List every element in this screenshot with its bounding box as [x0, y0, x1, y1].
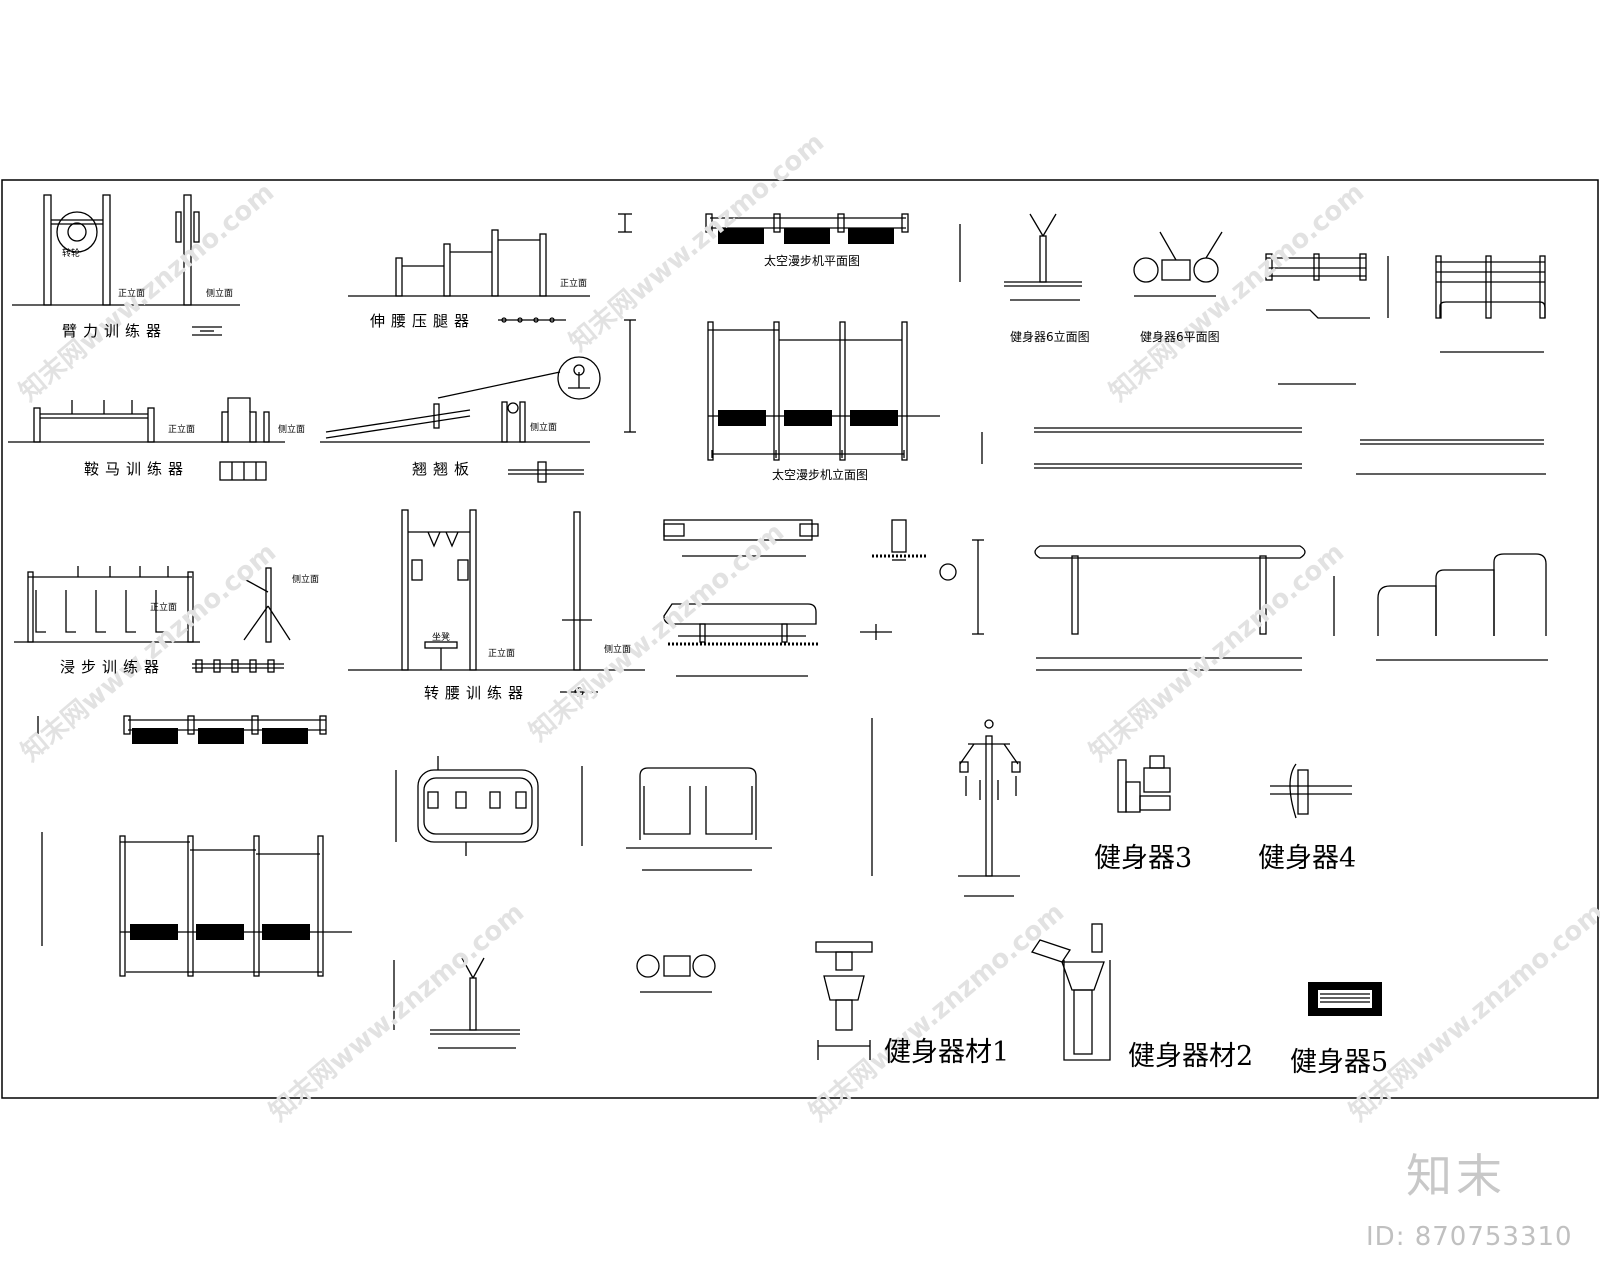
- caption-pommel-trainer: 鞍马训练器: [84, 460, 190, 478]
- note-side-elevation-2: 侧立面: [278, 425, 306, 435]
- caption-f6-elevation: 健身器6立面图: [1010, 330, 1090, 344]
- walk-trainer-side: [243, 567, 291, 643]
- label-f4: 健身器4: [1258, 843, 1357, 874]
- note-side-elevation-4: 侧立面: [292, 575, 320, 585]
- caption-stepper-elev: 太空漫步机立面图: [772, 468, 869, 482]
- caption-stepper-plan: 太空漫步机平面图: [764, 254, 861, 268]
- f3-plan: [37, 715, 327, 744]
- brand-logo: 知末: [1406, 1149, 1506, 1203]
- caption-walk-trainer: 浸步训练器: [60, 658, 166, 676]
- waist-trainer-front: [348, 509, 645, 671]
- f5-elevation: [581, 766, 772, 871]
- stretch-device-elevation: [348, 229, 590, 297]
- note-front-elevation-1: 正立面: [118, 289, 146, 299]
- note-seat: 坐凳: [432, 633, 451, 643]
- note-side-elevation-3: 侧立面: [530, 423, 558, 433]
- caption-stretch-device: 伸腰压腿器: [370, 312, 476, 330]
- stretch-device-plan: [498, 317, 566, 323]
- f5-plan: [395, 756, 539, 856]
- note-front-elevation-2: 正立面: [560, 279, 588, 289]
- eq1-illustration: [815, 941, 873, 1060]
- note-side-elevation-1: 侧立面: [206, 289, 234, 299]
- seesaw-plan: [508, 461, 584, 483]
- f6-lower-elevation: [393, 957, 520, 1049]
- f5-illustration: [1308, 982, 1382, 1016]
- seat-dimension-line: [972, 539, 984, 635]
- note-side-elevation-5: 侧立面: [604, 645, 632, 655]
- f6-plan: [1133, 231, 1223, 297]
- f3-illustration: [1117, 755, 1171, 813]
- arm-trainer-plan: [192, 326, 222, 336]
- stepper-elevation: [624, 319, 940, 461]
- seat-elevation-detail: [663, 603, 820, 677]
- pommel-trainer-side: [196, 397, 285, 443]
- arm-trainer-front-elevation: [12, 194, 160, 306]
- waist-trainer-side: [562, 511, 592, 671]
- eq2-illustration: [1030, 923, 1111, 1061]
- f4-illustration: [1270, 763, 1352, 819]
- f1-handrail-elevation: [1034, 545, 1306, 671]
- note-front-elevation-5: 正立面: [488, 649, 516, 659]
- label-eq2: 健身器材2: [1128, 1041, 1254, 1072]
- caption-seesaw: 翘翘板: [412, 460, 476, 478]
- note-wheel: 转轮: [62, 249, 81, 259]
- f4-bench-side: [1387, 255, 1546, 353]
- arm-trainer-side-elevation: [160, 194, 240, 306]
- stepper-plan-top: [618, 213, 909, 244]
- f4-bench-plan: [1266, 309, 1370, 385]
- image-id: ID: 870753310: [1366, 1222, 1573, 1252]
- f6-lower-plan: [636, 954, 716, 993]
- seesaw-detail-circle: [557, 356, 601, 400]
- multi-arm-station-elevation: [871, 718, 1021, 897]
- seesaw-elevation: [320, 371, 590, 443]
- label-f3: 健身器3: [1094, 843, 1193, 874]
- label-f5: 健身器5: [1290, 1047, 1389, 1078]
- drawing-frame: [1, 179, 1599, 1099]
- walk-trainer-plan: [192, 659, 284, 673]
- caption-f6-plan: 健身器6平面图: [1140, 330, 1220, 344]
- caption-waist-trainer: 转腰训练器: [424, 684, 530, 702]
- f2-stepped-elevation: [1333, 553, 1548, 661]
- label-eq1: 健身器材1: [884, 1037, 1010, 1068]
- f4-bench-elevation: [1265, 253, 1367, 281]
- f6-elevation: [959, 213, 1082, 301]
- pommel-trainer-plan: [219, 461, 267, 481]
- caption-arm-trainer: 臂力训练器: [62, 322, 168, 340]
- f2-bar-plan: [1356, 439, 1546, 475]
- note-front-elevation-4: 正立面: [150, 603, 178, 613]
- waist-trainer-plan: [560, 687, 598, 697]
- seat-section-detail: [860, 519, 957, 640]
- pommel-trainer-elevation: [8, 400, 196, 443]
- note-front-elevation-3: 正立面: [168, 425, 196, 435]
- seat-plan-detail: [663, 519, 819, 557]
- walk-trainer-elevation: [14, 566, 200, 643]
- f1-bar-plan: [981, 427, 1302, 469]
- f3-elevation: [41, 832, 352, 977]
